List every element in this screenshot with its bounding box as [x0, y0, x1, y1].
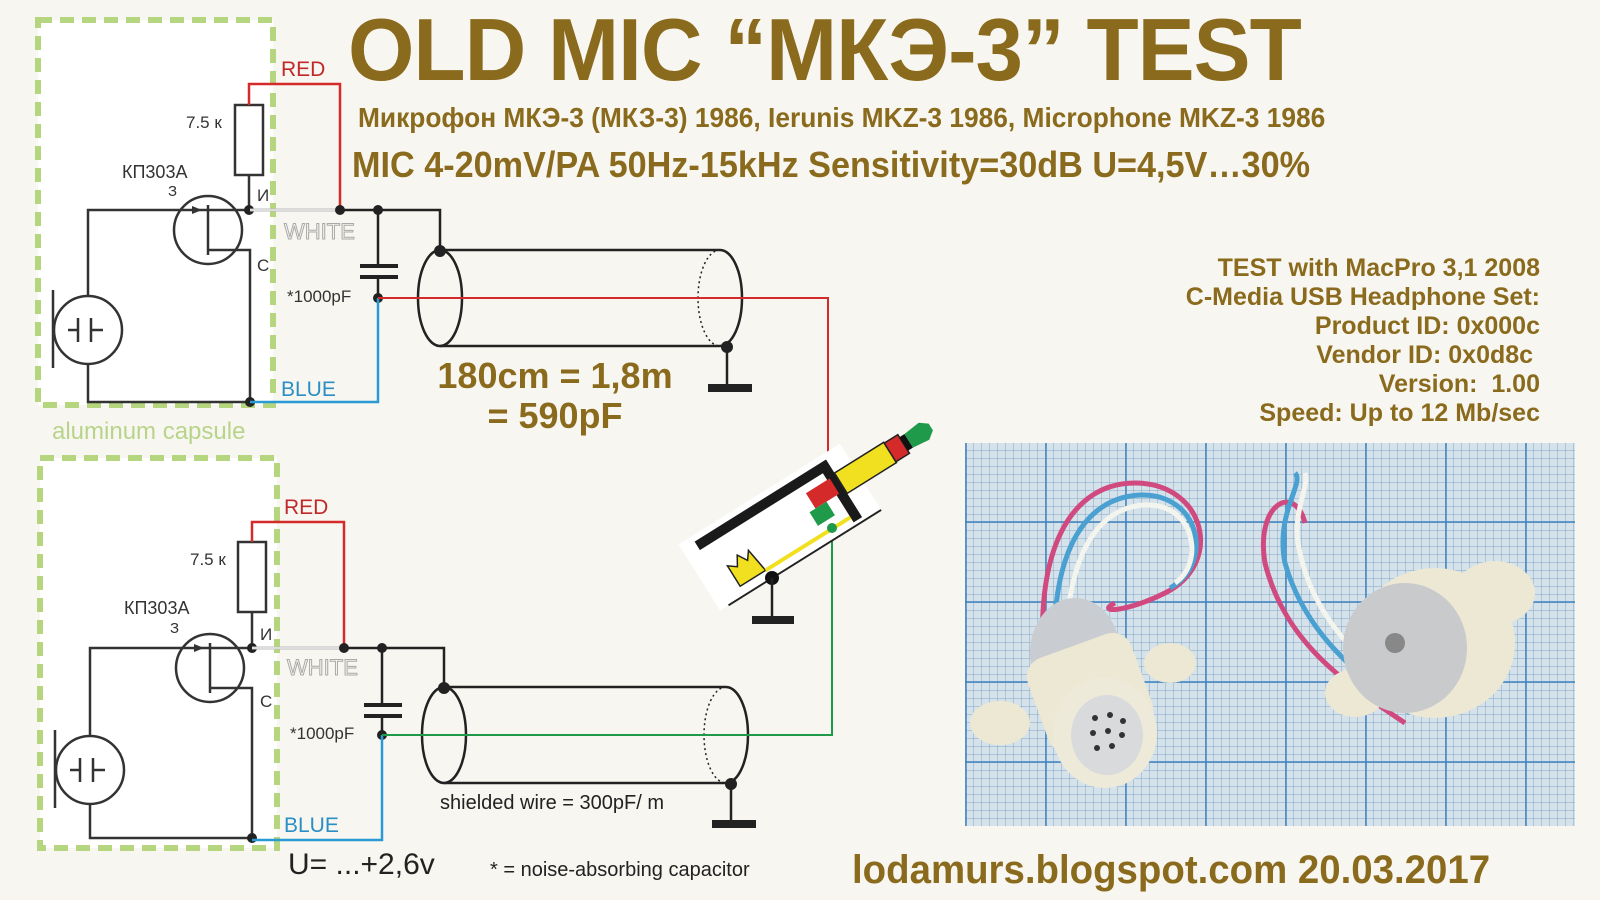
aluminum-capsule-label: aluminum capsule [52, 418, 246, 445]
page-title: OLD MIC “МКЭ-3” TEST [348, 0, 1302, 99]
gate-pin-label: З [168, 183, 178, 200]
drain-pin-label: С [257, 256, 270, 275]
capsule-outline-bottom [37, 455, 280, 851]
test-info-line: Vendor ID: 0x0d8c [1316, 341, 1540, 369]
blog-credit: lodamurs.blogspot.com 20.03.2017 [852, 848, 1491, 892]
model-names: Микрофон МКЭ-3 (МКЗ-3) 1986, Ierunis MKZ… [358, 102, 1326, 133]
microphone-illustration [970, 471, 1535, 788]
red-wire-label: RED [284, 496, 329, 519]
test-info-line: Speed: Up to 12 Mb/sec [1259, 399, 1540, 427]
microphone-photo [965, 443, 1575, 826]
white-wire-label: WHITE [284, 219, 356, 245]
cable-capacitance-line: = 590pF [487, 395, 623, 436]
cable-length-line1: 180cm = 1,8m [437, 355, 673, 396]
source-pin-label: И [257, 186, 270, 205]
drain-pin-label: С [260, 692, 273, 711]
test-info-line: C-Media USB Headphone Set: [1185, 283, 1540, 311]
source-pin-label: И [260, 625, 273, 644]
cable-length-label: 180cm = 1,8m = 590pF [420, 356, 690, 436]
gate-pin-label: З [170, 620, 180, 637]
capacitor-label: *1000pF [287, 287, 352, 306]
resistor-label: 7.5 к [186, 113, 222, 132]
test-info-line: TEST with MacPro 3,1 2008 [1217, 254, 1540, 282]
asterisk-note: * = noise-absorbing capacitor [490, 859, 750, 881]
mic-specs: MIC 4-20mV/PA 50Hz-15kHz Sensitivity=30d… [352, 144, 1311, 185]
blue-wire-label: BLUE [281, 378, 336, 401]
test-info-line: Version: 1.00 [1378, 370, 1540, 398]
resistor-label: 7.5 к [190, 550, 226, 569]
audio-jack-plug [678, 422, 933, 611]
test-info-block: TEST with MacPro 3,1 2008 C-Media USB He… [1186, 254, 1540, 428]
transistor-label: КП303А [124, 598, 190, 618]
white-wire-label: WHITE [287, 655, 359, 681]
red-wire-label: RED [281, 58, 326, 81]
voltage-label: U= ...+2,6v [288, 848, 435, 881]
shielded-wire-note: shielded wire = 300pF/ m [440, 792, 665, 814]
transistor-label: КП303А [122, 162, 188, 182]
capacitor-label: *1000pF [290, 724, 355, 743]
test-info-line: Product ID: 0x000c [1314, 312, 1540, 340]
blue-wire-label: BLUE [284, 814, 339, 837]
